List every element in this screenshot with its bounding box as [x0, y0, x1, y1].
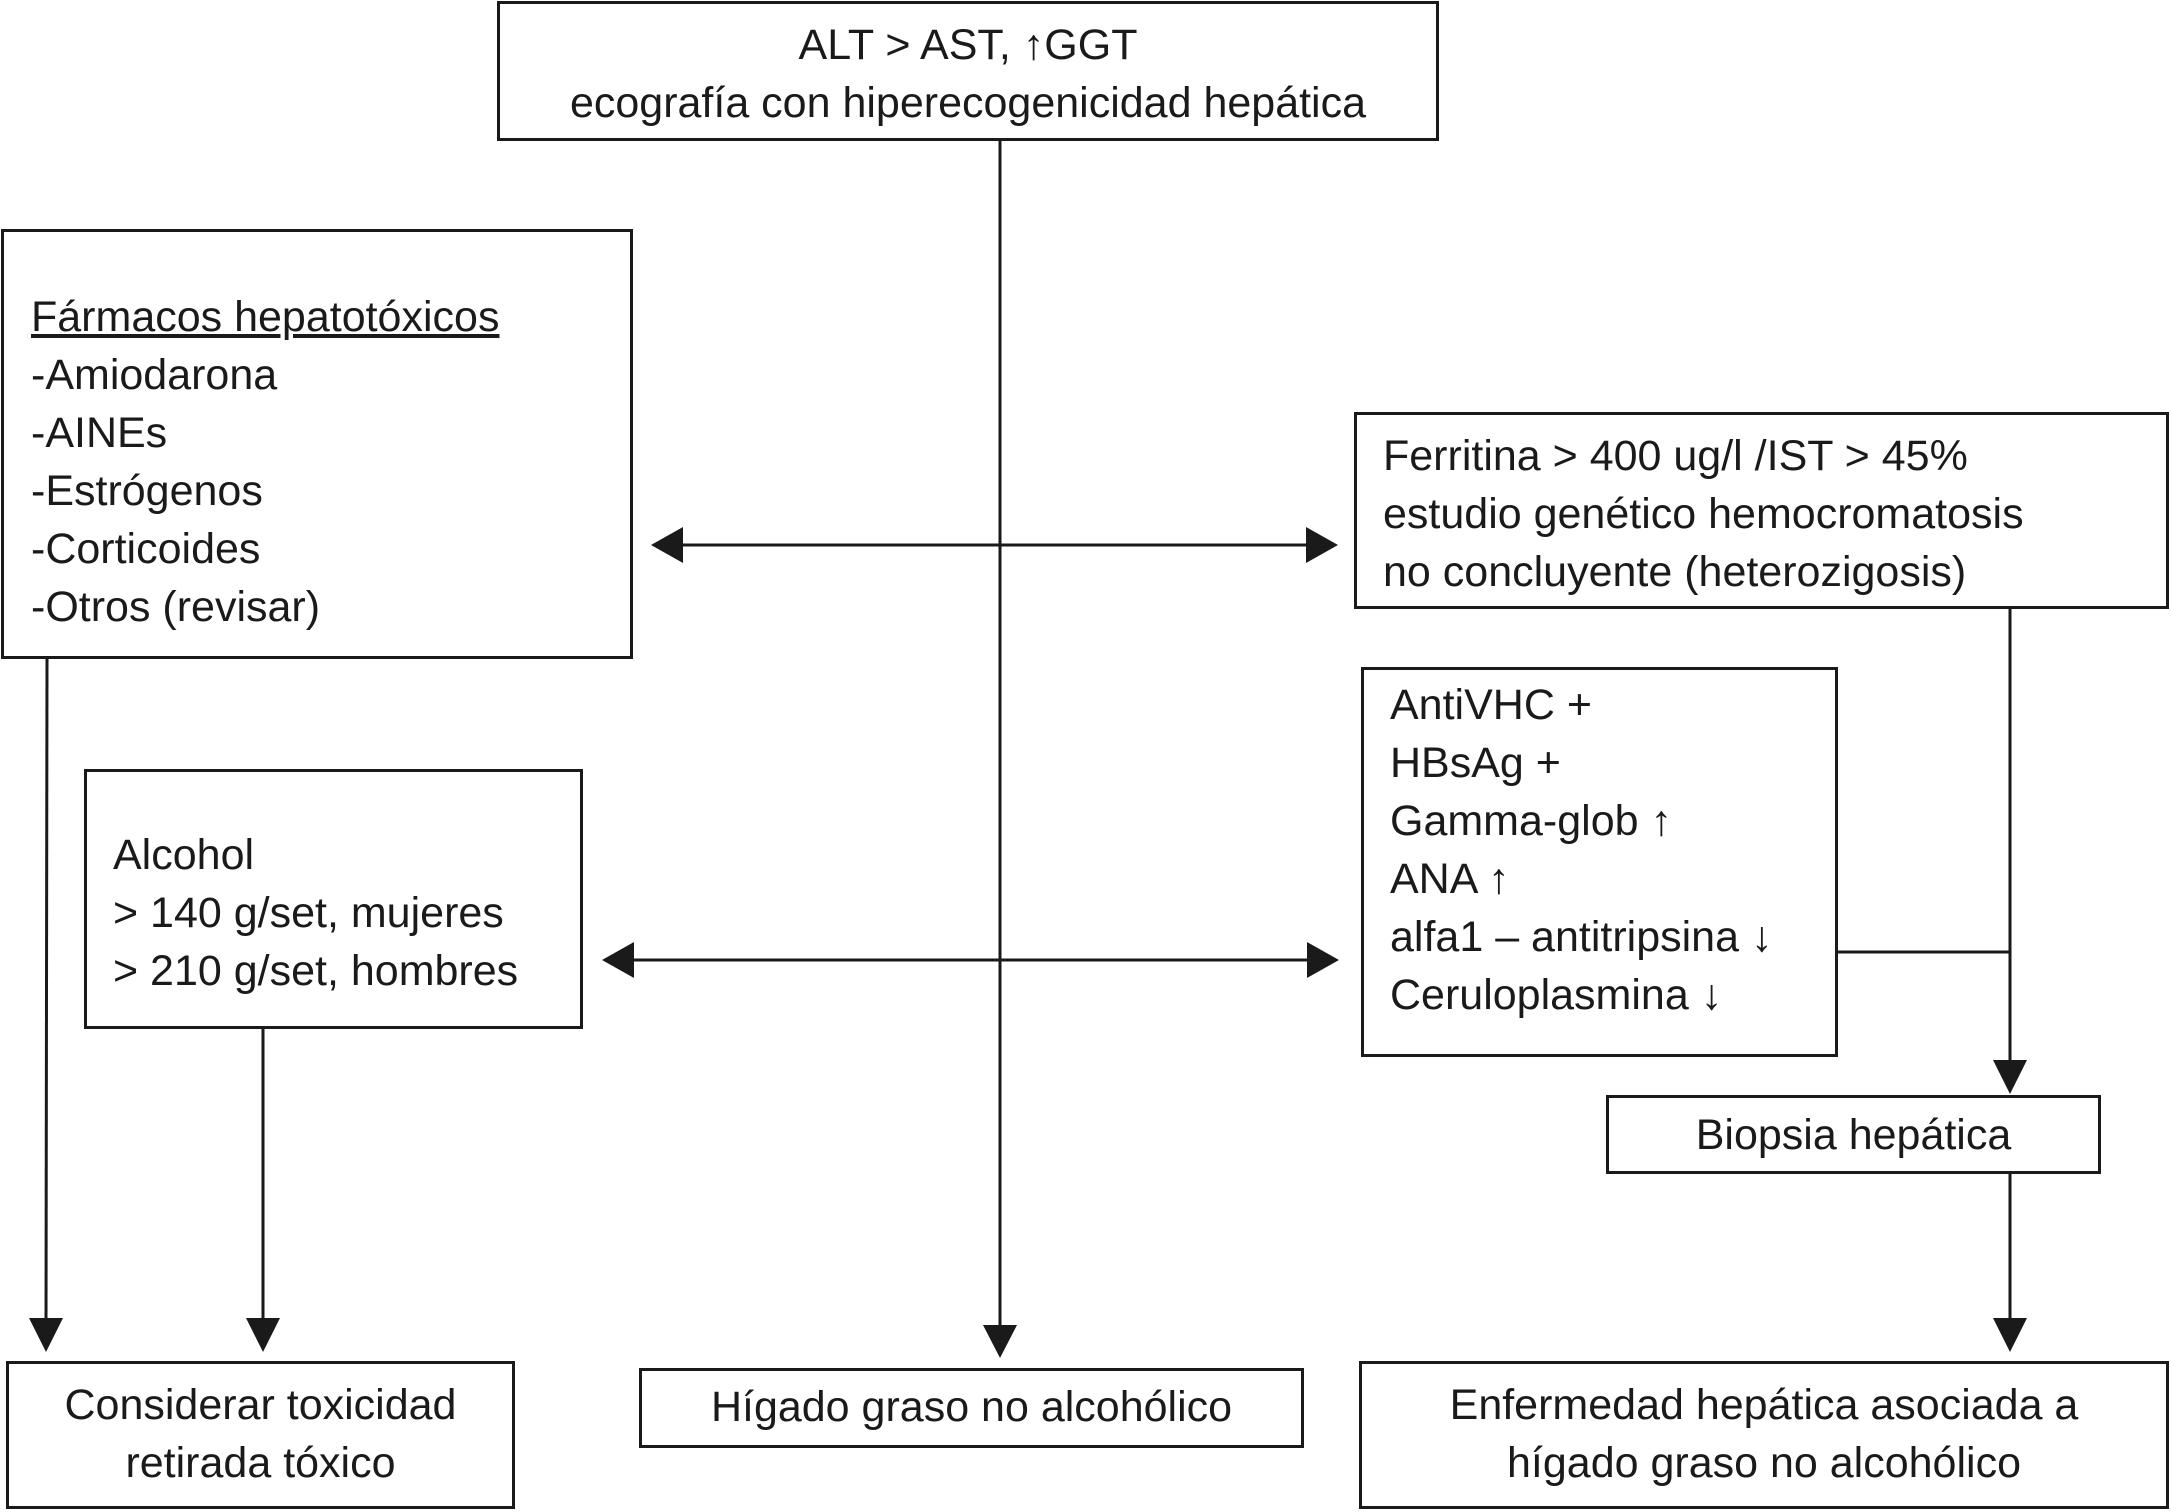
- arrowhead-serology-right: [1307, 942, 1339, 978]
- liver-biopsy-label: Biopsia hepática: [1695, 1111, 2012, 1159]
- toxicity-outcome-box: Considerar toxicidad retirada tóxico: [6, 1361, 515, 1509]
- alcohol-line: > 140 g/set, mujeres: [113, 889, 504, 937]
- drug-item: -Corticoides: [31, 525, 261, 573]
- hepatotoxic-drugs-heading: Fármacos hepatotóxicos: [31, 293, 500, 341]
- associated-disease-line: Enfermedad hepática asociada a: [1449, 1381, 2079, 1429]
- toxicity-line: Considerar toxicidad: [64, 1381, 457, 1429]
- arrowhead-assoc: [1993, 1318, 2027, 1352]
- arrowhead-toxic-right: [246, 1318, 280, 1352]
- drug-item: -Amiodarona: [31, 351, 278, 399]
- arrowhead-biopsy: [1993, 1060, 2027, 1094]
- alcohol-box: Alcohol > 140 g/set, mujeres > 210 g/set…: [84, 769, 583, 1029]
- arrowhead-toxic-left: [29, 1318, 63, 1352]
- liver-biopsy-box: Biopsia hepática: [1606, 1095, 2101, 1174]
- alcohol-line: > 210 g/set, hombres: [113, 947, 519, 995]
- initial-findings-box: ALT > AST, ↑GGT ecografía con hiperecoge…: [497, 1, 1439, 141]
- serology-line: ANA ↑: [1390, 855, 1510, 903]
- arrowhead-nafld: [983, 1325, 1017, 1358]
- serology-line: Gamma-glob ↑: [1390, 797, 1672, 845]
- nafld-label: Hígado graso no alcohólico: [710, 1383, 1233, 1431]
- hepatotoxic-drugs-box: Fármacos hepatotóxicos -Amiodarona -AINE…: [1, 229, 633, 659]
- arrowhead-ferritin-right: [1306, 527, 1338, 563]
- nafld-outcome-box: Hígado graso no alcohólico: [639, 1368, 1304, 1448]
- ferritin-line: Ferritina > 400 ug/l /IST > 45%: [1383, 432, 1968, 480]
- serology-line: alfa1 – antitripsina ↓: [1390, 913, 1773, 961]
- serology-line: HBsAg +: [1390, 739, 1561, 787]
- drug-item: -Otros (revisar): [31, 583, 321, 631]
- associated-disease-line: hígado graso no alcohólico: [1507, 1439, 2021, 1487]
- alcohol-line: Alcohol: [113, 831, 255, 879]
- drug-item: -AINEs: [31, 409, 168, 457]
- ferritin-line: no concluyente (heterozigosis): [1383, 548, 1967, 596]
- serology-line: AntiVHC +: [1390, 681, 1592, 729]
- arrowhead-alcohol-left: [602, 942, 634, 978]
- serology-line: Ceruloplasmina ↓: [1390, 971, 1723, 1019]
- ferritin-box: Ferritina > 400 ug/l /IST > 45% estudio …: [1354, 412, 2169, 609]
- initial-findings-line1: ALT > AST, ↑GGT: [798, 21, 1138, 69]
- serology-box: AntiVHC + HBsAg + Gamma-glob ↑ ANA ↑ alf…: [1361, 667, 1838, 1057]
- drug-item: -Estrógenos: [31, 467, 263, 515]
- ferritin-line: estudio genético hemocromatosis: [1383, 490, 2024, 538]
- associated-disease-outcome-box: Enfermedad hepática asociada a hígado gr…: [1359, 1361, 2169, 1509]
- connector-drugs-to-toxic: [44, 657, 49, 1326]
- initial-findings-line2: ecografía con hiperecogenicidad hepática: [569, 79, 1367, 127]
- arrowhead-drugs-left: [651, 527, 683, 563]
- toxicity-line: retirada tóxico: [125, 1439, 396, 1487]
